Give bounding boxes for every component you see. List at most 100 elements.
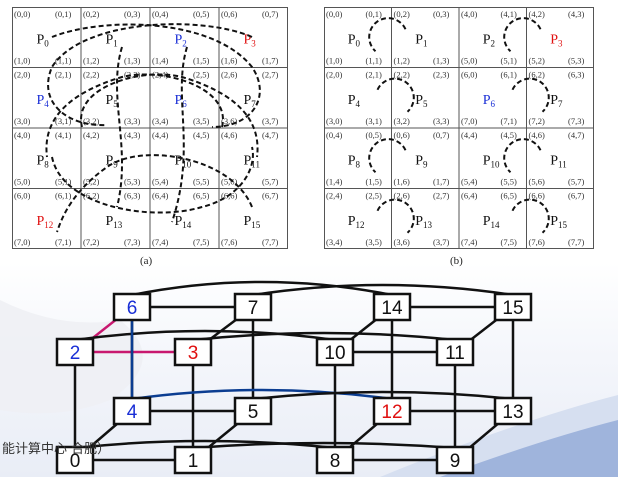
hypercube-node-box-11: [435, 337, 475, 367]
panel-a-communication-arc: [51, 23, 261, 128]
hypercube-node-box-12: [372, 396, 412, 426]
panel-a-communication-arc: [56, 154, 253, 233]
panel-b-coord-label: (7,3): [568, 116, 584, 126]
panel-b-coord-label: (3,7): [433, 237, 449, 247]
hypercube-node-label-15: 15: [502, 298, 523, 319]
panel-b-coord-label: (4,4): [461, 130, 477, 140]
panel-a-coord-label: (4,1): [55, 130, 71, 140]
hypercube-node-label-8: 8: [330, 451, 341, 472]
panel-a-communication-arc: [45, 73, 224, 158]
panel-b-coord-label: (5,2): [529, 56, 545, 66]
panel-b-coord-label: (1,5): [366, 177, 382, 187]
hypercube-arc-3-11: [192, 331, 456, 342]
panel-b-coord-label: (5,6): [529, 177, 545, 187]
panel-b-coord-label: (0,5): [366, 130, 382, 140]
panel-b-coord-label: (2,0): [326, 70, 342, 80]
panel-b-coord-label: (6,6): [529, 191, 545, 201]
panel-b-coord-label: (1,1): [366, 56, 382, 66]
panel-b-coord-label: (0,2): [394, 9, 410, 19]
panel-b-coord-label: (0,6): [394, 130, 410, 140]
panel-a-coord-label: (6,0): [14, 191, 30, 201]
panel-a-coord-label: (6,4): [152, 191, 168, 201]
panel-a-coord-label: (1,6): [221, 56, 237, 66]
panel-a-coord-label: (7,2): [83, 237, 99, 247]
panel-a-coord-label: (5,1): [55, 177, 71, 187]
panel-b-coord-label: (3,4): [326, 237, 342, 247]
panel-a-coord-label: (4,7): [262, 130, 278, 140]
panel-a-coord-label: (5,3): [124, 177, 140, 187]
panel-a-coord-label: (0,3): [124, 9, 140, 19]
panel-a-coord-label: (3,2): [83, 116, 99, 126]
footer-text: 能计算中心 合肥）: [2, 442, 111, 457]
panel-a-coord-label: (6,2): [83, 191, 99, 201]
panel-b-coord-label: (0,1): [366, 9, 382, 19]
panel-b-coord-label: (7,5): [501, 237, 517, 247]
panel-a-coord-label: (2,3): [124, 70, 140, 80]
panel-b-rotation-arc: [511, 77, 550, 113]
panel-b-rotation-arc: [503, 17, 542, 52]
panel-b-coord-label: (1,0): [326, 56, 342, 66]
hypercube-node-box-2: [55, 337, 95, 367]
panel-a-grid: (0,0)(0,1)(1,0)(1,1)P0(0,2)(0,3)(1,2)(1,…: [12, 7, 288, 249]
hypercube-node-box-8: [315, 445, 355, 475]
hypercube-node-box-10: [315, 337, 355, 367]
hypercube-node-box-1: [173, 445, 213, 475]
panel-b-coord-label: (7,4): [461, 237, 477, 247]
panel-b-coord-label: (0,0): [326, 9, 342, 19]
panel-b-coord-label: (7,0): [461, 116, 477, 126]
panel-b-coord-label: (1,4): [326, 177, 342, 187]
panel-b-coord-label: (6,7): [568, 191, 584, 201]
panel-a-coord-label: (4,4): [152, 130, 168, 140]
panel-b-coord-label: (4,5): [501, 130, 517, 140]
panel-a-coord-label: (1,7): [262, 56, 278, 66]
panel-a-coord-label: (0,7): [262, 9, 278, 19]
hypercube-node-box-9: [435, 445, 475, 475]
panel-a-coord-label: (7,4): [152, 237, 168, 247]
panel-a-coord-label: (6,7): [262, 191, 278, 201]
panel-b-coord-label: (3,3): [433, 116, 449, 126]
panel-a-coord-label: (2,5): [193, 70, 209, 80]
hypercube-node-box-6: [112, 292, 152, 322]
hypercube-node-label-10: 10: [324, 343, 345, 364]
hypercube-node-box-15: [493, 292, 533, 322]
panel-b-coord-label: (5,7): [568, 177, 584, 187]
panel-a-coord-label: (7,6): [221, 237, 237, 247]
panel-a-coord-label: (7,1): [55, 237, 71, 247]
hypercube-node-box-5: [233, 396, 273, 426]
panel-a-coord-label: (2,6): [221, 70, 237, 80]
panel-a-coord-label: (7,5): [193, 237, 209, 247]
panel-b-coord-label: (7,7): [568, 237, 584, 247]
panel-a-coord-label: (5,6): [221, 177, 237, 187]
hypercube-arc-0-8: [74, 439, 336, 450]
panel-a-coord-label: (7,3): [124, 237, 140, 247]
hypercube-node-label-2: 2: [70, 343, 81, 364]
panel-b-coord-label: (1,6): [394, 177, 410, 187]
panel-b-coord-label: (3,2): [394, 116, 410, 126]
hypercube-node-box-3: [173, 337, 213, 367]
hypercube-node-box-0: [55, 445, 95, 475]
panel-b-coord-label: (3,0): [326, 116, 342, 126]
panel-a-coord-label: (3,4): [152, 116, 168, 126]
panel-a-coord-label: (5,0): [14, 177, 30, 187]
panel-a-coord-label: (5,4): [152, 177, 168, 187]
panel-b-coord-label: (7,2): [529, 116, 545, 126]
panel-a-coord-label: (3,7): [262, 116, 278, 126]
hypercube-node-label-12: 12: [381, 402, 402, 423]
panel-a-coord-label: (5,2): [83, 177, 99, 187]
hypercube-node-label-0: 0: [70, 451, 81, 472]
panel-b-coord-label: (2,3): [433, 70, 449, 80]
panel-b-coord-label: (5,1): [501, 56, 517, 66]
panel-b-grid: (0,0)(0,1)(1,0)(1,1)P0(0,2)(0,3)(1,2)(1,…: [324, 7, 594, 249]
panel-b-coord-label: (2,6): [394, 191, 410, 201]
panel-b-coord-label: (6,3): [568, 70, 584, 80]
hypercube-node-box-13: [493, 396, 533, 426]
panel-b-coord-label: (5,0): [461, 56, 477, 66]
panel-a-communication-arc: [80, 73, 259, 158]
panel-b-coord-label: (4,0): [461, 9, 477, 19]
hypercube-node-box-14: [372, 292, 412, 322]
panel-b-rotation-arc: [511, 198, 550, 234]
panel-a-coord-label: (0,0): [14, 9, 30, 19]
panel-a-coord-label: (1,2): [83, 56, 99, 66]
hypercube-node-label-4: 4: [127, 402, 138, 423]
